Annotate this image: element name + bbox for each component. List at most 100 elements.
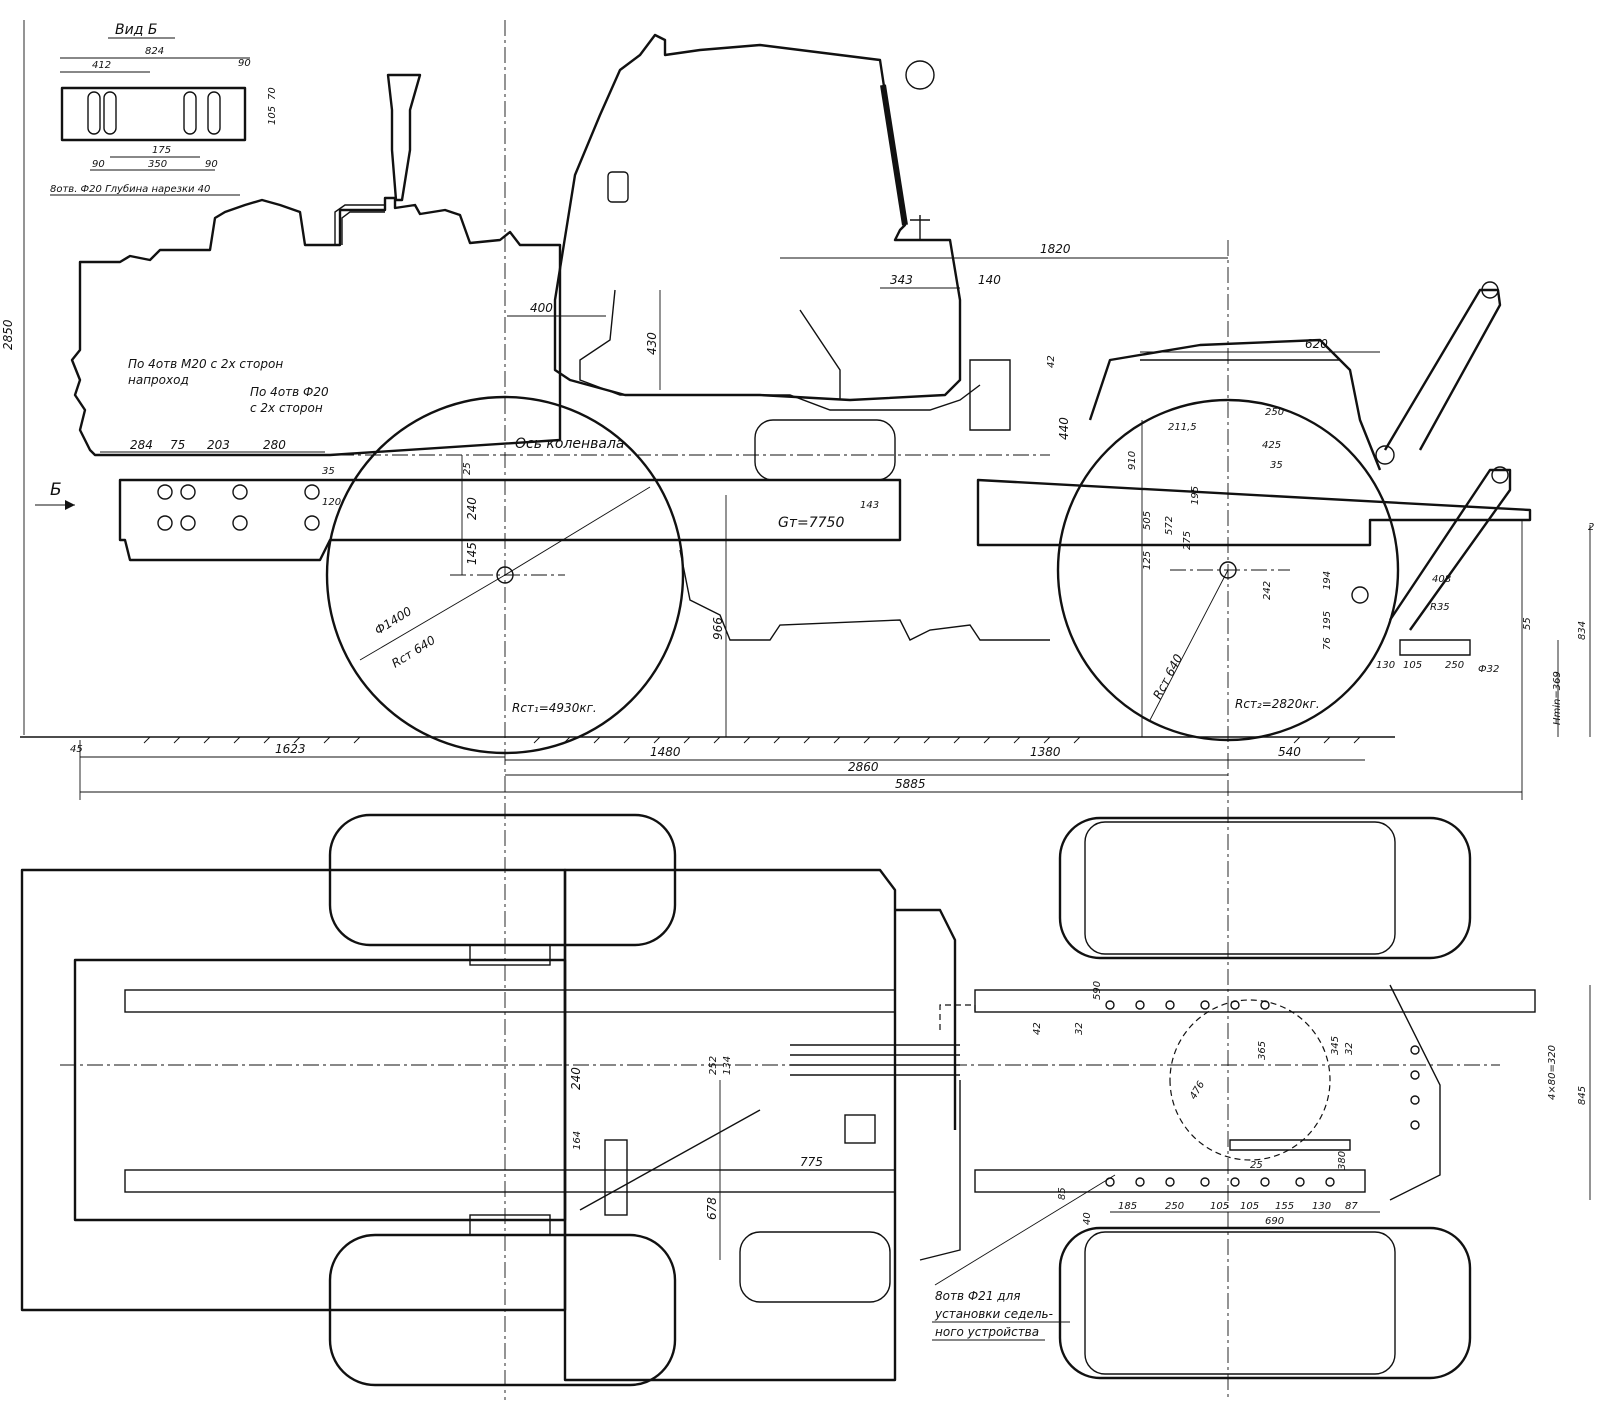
side-dim-130: 130 [1376,660,1395,671]
side-dim-408: 408 [1432,574,1451,585]
top-dim-105a: 105 [1210,1201,1229,1212]
valve-block-side [969,359,1011,431]
note-leader [934,1174,1116,1286]
side-dim-430: 430 [645,332,659,355]
fuel-pipe-top [919,1080,961,1261]
bottom-dim-540: 540 [1278,745,1301,759]
steering-box-top [604,1139,628,1216]
bottom-dim-1480: 1480 [650,745,681,759]
bottom-dim-5885: 5885 [895,777,926,791]
rear-tyre-upper-tread [1084,821,1396,955]
rear-wheel-radius: Rст 640 [1150,652,1185,702]
bottom-dim-1380: 1380 [1030,745,1061,759]
frame-dim-35: 35 [322,466,335,477]
frame-dim-284: 284 [130,438,153,452]
side-dim-910: 910 [1127,451,1138,470]
hitch-frame-top [1389,984,1441,1201]
top-view: 240 164 252 134 678 775 42 32 590 476 36… [20,813,1591,1387]
rear-frame-rail-top-lower [974,1169,1366,1193]
rear-hitch-upper-link [1383,288,1502,451]
top-dim-164: 164 [572,1131,583,1150]
side-dim-572: 572 [1164,516,1175,535]
top-dim-380: 380 [1337,1151,1348,1170]
cab-platform [895,908,957,1130]
view-b-holes [87,91,221,135]
side-dim-76: 76 [1322,637,1333,650]
front-wheel [325,395,685,755]
fuel-tank-side [754,419,896,481]
cab-top-outline [563,868,897,1382]
rear-fender [1088,338,1382,471]
top-dim-32a: 32 [1074,1022,1085,1035]
side-dim-240: 240 [465,497,479,520]
view-b-note: 8отв. Ф20 Глубина нарезки 40 [50,183,210,195]
lower-link-pin [1491,466,1509,484]
rear-hitch-lower-link [1389,468,1512,631]
side-dim-250b: 250 [1445,660,1464,671]
holes-note-line1: По 4отв М20 с 2х сторон [128,357,283,371]
frame-dim-203: 203 [207,438,230,452]
top-dim-250: 250 [1165,1201,1184,1212]
side-dim-343: 343 [890,273,913,287]
drawbar [1399,639,1471,656]
top-dim-365: 365 [1257,1041,1268,1060]
top-note-line1: 8отв Ф21 для [935,1289,1020,1303]
front-axle-lower [469,1214,551,1236]
view-b-plate [60,86,247,142]
overall-height-label: 2850 [1,319,15,350]
view-b-350: 350 [148,159,167,170]
rear-wheel-radius-line [1149,569,1229,721]
top-dim-25: 25 [1250,1160,1263,1171]
view-b-title: Вид Б [115,22,157,38]
top-dim-134: 134 [722,1056,733,1075]
side-dim-r35: R35 [1430,602,1450,613]
drawbar-pin [1351,586,1369,604]
coupling-bar [1229,1139,1351,1151]
cab-door-handle [607,171,629,203]
frame-rail-side [118,478,902,562]
top-frame-holes [1105,1000,1420,1187]
side-dim-2: 2 [1588,522,1594,533]
view-b-175: 175 [152,145,171,156]
frame-dim-75: 75 [170,438,185,452]
view-b-inset: Вид Б 824 412 90 70 105 175 350 90 90 8о… [50,22,278,196]
side-view: 2850 Б По 4отв М20 с 2х сторон напроход … [1,20,1594,1400]
front-wheel-diameter: Ф1400 [372,604,414,638]
view-b-90a: 90 [238,58,251,69]
side-dim-35: 35 [1270,460,1283,471]
top-dim-240: 240 [569,1067,583,1090]
front-axle-upper [469,944,551,966]
top-dim-775: 775 [800,1155,823,1169]
frame-dim-280: 280 [263,438,286,452]
side-dim-42: 42 [1046,355,1057,368]
rear-tyre-lower-tread [1084,1231,1396,1375]
hydraulic-lines-top [790,1044,960,1076]
front-tyre-upper [328,813,677,947]
hidden-pipe [939,1004,976,1030]
rear-wheel [1056,398,1400,742]
side-dim-d32: Ф32 [1478,664,1499,675]
side-dim-195a: 195 [1190,486,1201,505]
side-dim-55: 55 [1522,617,1533,630]
side-dim-275: 275 [1182,531,1193,550]
top-note-line3: ного устройства [935,1325,1039,1339]
ground-hatch [143,736,1361,744]
side-dim-1820: 1820 [1040,242,1071,256]
rear-tyre-lower [1058,1226,1472,1380]
side-dim-966: 966 [711,617,725,640]
front-axle-load: Rст₁=4930кг. [512,701,597,715]
valve-top [844,1114,876,1144]
top-dim-690: 690 [1265,1216,1284,1227]
side-dim-211-5: 211,5 [1168,422,1197,433]
fifth-wheel-arc [1169,999,1331,1161]
frame-rail-top-lower [124,1169,896,1193]
top-dim-85: 85 [1057,1187,1068,1200]
view-b-105: 105 [267,106,278,125]
top-dim-590: 590 [1092,981,1103,1000]
rear-tyre-upper [1058,816,1472,960]
top-dim-32b: 32 [1344,1042,1355,1055]
bottom-dim-45: 45 [70,744,83,755]
bottom-dim-2860: 2860 [848,760,879,774]
side-dim-425: 425 [1262,440,1281,451]
